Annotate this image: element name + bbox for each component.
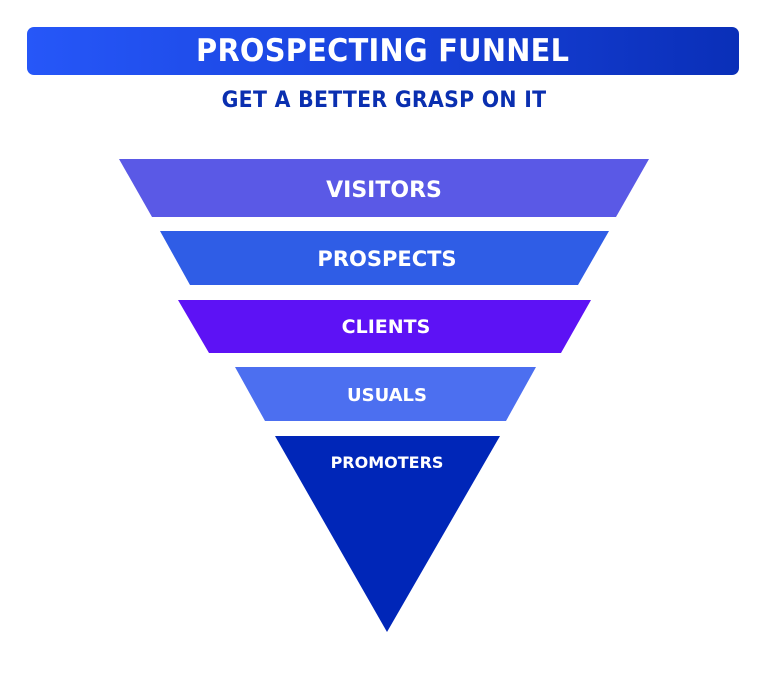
stage-label: USUALS [347,385,427,406]
stage-label: PROSPECTS [317,247,456,271]
stage-label: PROMOTERS [331,453,444,472]
funnel-stage-promoters: PROMOTERS [275,436,500,632]
stage-label: CLIENTS [342,316,431,338]
funnel-stage-clients: CLIENTS [178,300,591,353]
funnel-stage-usuals: USUALS [235,367,536,421]
stage-shape [235,367,536,421]
stage-shape [160,231,609,285]
funnel-stage-prospects: PROSPECTS [160,231,609,285]
funnel-stage-visitors: VISITORS [119,159,649,217]
stage-shape [275,436,500,632]
stage-shape [178,300,591,353]
page-title: PROSPECTING FUNNEL [196,33,570,69]
header-banner: PROSPECTING FUNNEL [27,27,739,75]
stage-label: VISITORS [326,178,442,203]
stage-shape [119,159,649,217]
page-subtitle: GET A BETTER GRASP ON IT [221,88,547,113]
